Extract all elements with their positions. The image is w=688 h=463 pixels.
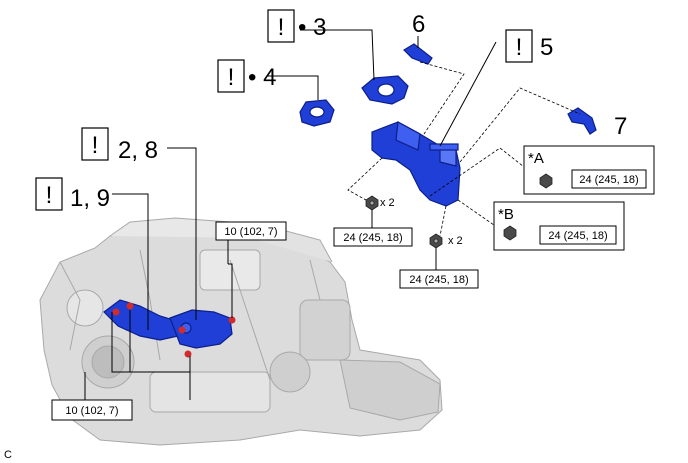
bolt-icon-bottom [429, 233, 443, 249]
callout-5-label: 5 [540, 34, 553, 61]
torque-a: 24 (245, 18) [579, 174, 638, 186]
torque-engine-top: 10 (102, 7) [224, 226, 277, 238]
torque-box-center-left: 24 (245, 18) [333, 227, 413, 247]
egr-cooler-part [371, 121, 461, 207]
torque-center-bottom: 24 (245, 18) [409, 274, 468, 286]
callout-5-mark: ! [516, 34, 523, 61]
torque-box-center-bottom: 24 (245, 18) [399, 269, 479, 289]
callout-part-4: ! • 4 [217, 59, 276, 93]
leader-lines [84, 29, 497, 400]
callout-1-9-mark: ! [46, 182, 53, 209]
gasket-4-part [299, 99, 335, 127]
callout-4-mark: ! [228, 64, 235, 91]
callout-3-label: • 3 [298, 14, 326, 41]
callout-6-label: 6 [412, 11, 425, 38]
corner-label: C [4, 449, 12, 461]
torque-center-left: 24 (245, 18) [343, 232, 402, 244]
callout-4-label: • 4 [248, 64, 276, 91]
qty-bottom: x 2 [448, 235, 463, 247]
torque-group-b: *B 24 (245, 18) [493, 201, 625, 251]
callout-7-label: 7 [614, 113, 627, 140]
egr-pipe-on-engine [103, 299, 233, 349]
torque-b: 24 (245, 18) [548, 230, 607, 242]
callout-part-2-8: ! 2, 8 [81, 127, 158, 164]
callout-3-mark: ! [278, 14, 285, 41]
bolt-icon-left [365, 195, 379, 211]
engine-illustration [39, 217, 443, 446]
star-a-label: *A [528, 150, 544, 167]
hose-7-part [567, 107, 597, 135]
callout-part-5: ! 5 [505, 29, 553, 63]
hose-6-part [403, 43, 433, 65]
callout-2-8-label: 2, 8 [118, 137, 158, 164]
torque-box-engine-top: 10 (102, 7) [215, 221, 287, 264]
callout-part-1-9: ! 1, 9 [35, 177, 110, 212]
star-b-label: *B [498, 206, 514, 223]
bolt-markers [112, 302, 236, 358]
callout-2-8-mark: ! [92, 132, 99, 159]
callout-1-9-label: 1, 9 [70, 185, 110, 212]
gasket-3-part [361, 75, 409, 105]
torque-engine-bottom: 10 (102, 7) [65, 405, 118, 417]
torque-box-engine-bottom: 10 (102, 7) [51, 399, 133, 421]
callout-part-3: ! • 3 [267, 9, 326, 43]
qty-left: x 2 [380, 197, 395, 209]
torque-group-a: *A 24 (245, 18) [523, 145, 655, 195]
